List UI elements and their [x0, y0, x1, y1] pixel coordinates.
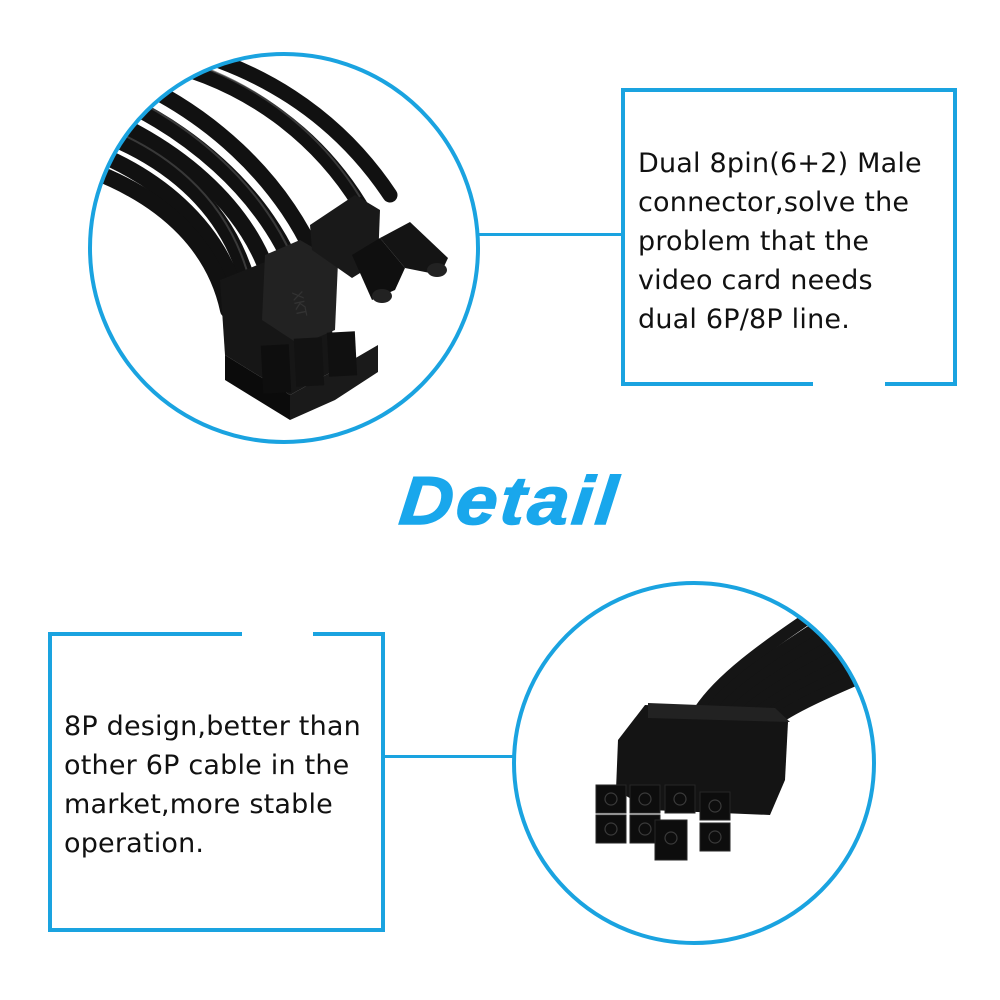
svg-text:XKT: XKT — [288, 290, 309, 319]
top-box-bottom-edge-left — [621, 382, 813, 386]
bottom-box-bottom-edge — [48, 928, 385, 932]
top-callout-line: problem that the — [638, 226, 870, 257]
bottom-box-top-edge-left — [48, 632, 242, 636]
top-callout-line: video card needs — [638, 265, 873, 296]
top-connector-line — [478, 233, 622, 236]
bottom-box-left-edge — [48, 632, 52, 932]
bottom-circle-frame — [512, 581, 876, 945]
top-box-right-edge — [953, 88, 957, 386]
bottom-callout-line: market,more stable — [64, 789, 333, 820]
bottom-box-top-edge-right — [313, 632, 385, 636]
top-circle-frame — [88, 52, 480, 444]
top-callout-line: Dual 8pin(6+2) Male — [638, 148, 922, 179]
top-box-left-edge — [621, 88, 625, 386]
top-callout-text: Dual 8pin(6+2) Male connector,solve the … — [638, 144, 922, 339]
bottom-callout-line: other 6P cable in the — [64, 750, 350, 781]
bottom-callout-line: 8P design,better than — [64, 711, 361, 742]
top-box-top-edge — [621, 88, 957, 92]
bottom-box-right-edge — [381, 632, 385, 932]
top-callout-line: connector,solve the — [638, 187, 910, 218]
bottom-callout-text: 8P design,better than other 6P cable in … — [64, 707, 361, 863]
bottom-callout-line: operation. — [64, 828, 205, 859]
top-box-bottom-edge-right — [885, 382, 957, 386]
top-callout-line: dual 6P/8P line. — [638, 304, 850, 335]
detail-heading: Detail — [396, 462, 625, 540]
bottom-connector-line — [383, 755, 515, 758]
